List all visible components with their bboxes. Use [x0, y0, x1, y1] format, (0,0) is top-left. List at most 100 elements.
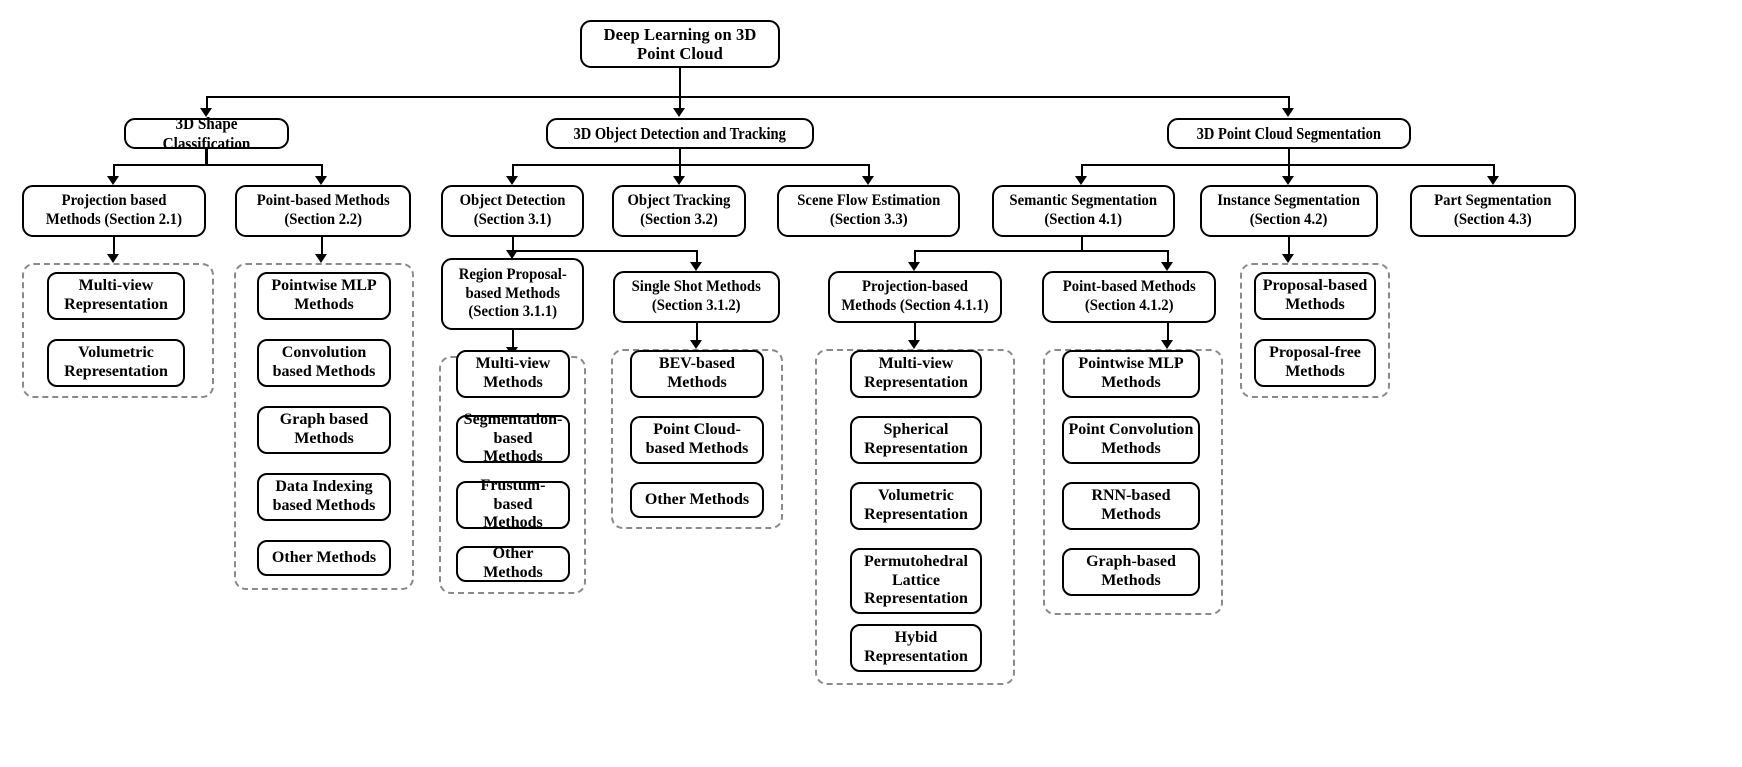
arrow-projection-411-to-group — [908, 340, 920, 349]
leaf-hybid-representation-411: Hybid Representation — [850, 624, 982, 672]
leaf-label: Other Methods — [271, 548, 377, 566]
leaf-spherical-representation-411: Spherical Representation — [850, 416, 982, 464]
root-node-label: Deep Learning on 3D Point Cloud — [603, 24, 757, 63]
connector-to-semantic-segmentation-41 — [1081, 164, 1084, 178]
level3-label-object-detection-31: Object Detection (Section 3.1) — [459, 192, 566, 228]
connector-to-instance-segmentation-42 — [1288, 164, 1291, 178]
level3-node-object-detection-31: Object Detection (Section 3.1) — [441, 185, 584, 237]
level4-node-point-based-methods-412: Point-based Methods (Section 4.1.2) — [1042, 271, 1216, 323]
connector-to-single-shot-312 — [696, 250, 699, 264]
arrow-to-point-cloud-segmentation — [1282, 108, 1294, 117]
leaf-label: Frustum-based Methods — [480, 477, 546, 532]
connector-semantic-41-stem — [1081, 237, 1084, 252]
level3-node-object-tracking-32: Object Tracking (Section 3.2) — [612, 185, 746, 237]
leaf-label: Point Cloud- based Methods — [645, 421, 749, 457]
level4-node-projection-based-methods-411: Projection-based Methods (Section 4.1.1) — [828, 271, 1002, 323]
arrow-to-shape-classification — [200, 108, 212, 117]
group-instance-segmentation-42 — [1240, 263, 1390, 398]
arrow-to-point-based-22 — [315, 176, 327, 185]
level2-node-3d-shape-classification: 3D Shape Classification — [124, 114, 289, 153]
connector-to-object-detection-31 — [512, 164, 515, 178]
leaf-label: Point Convolution Methods — [1068, 421, 1194, 457]
leaf-label: RNN-based Methods — [1091, 487, 1171, 523]
leaf-pointwise-mlp-methods-22: Pointwise MLP Methods — [257, 272, 391, 320]
level3-label-scene-flow-estimation-33: Scene Flow Estimation (Section 3.3) — [796, 192, 941, 228]
arrow-to-projection-based-21 — [107, 176, 119, 185]
arrow-to-object-detection-tracking — [673, 108, 685, 117]
connector-to-point-based-22 — [321, 164, 324, 178]
connector-to-object-tracking-32 — [678, 164, 682, 178]
leaf-label: Graph-based Methods — [1086, 553, 1176, 589]
connector-to-shape-classification — [206, 96, 209, 110]
arrow-single-shot-312-to-group — [690, 340, 702, 349]
leaf-pointwise-mlp-methods-412: Pointwise MLP Methods — [1062, 350, 1200, 398]
connector-instance-42-to-group — [1288, 237, 1291, 257]
connector-to-point-cloud-segmentation — [1288, 96, 1291, 110]
leaf-label: Data Indexing based Methods — [272, 478, 376, 514]
leaf-label: Segmentation- based Methods — [463, 411, 563, 466]
level2-label-3d-shape-classification: 3D Shape Classification — [162, 114, 251, 153]
level3-label-semantic-segmentation-41: Semantic Segmentation (Section 4.1) — [1009, 192, 1158, 228]
level3-node-semantic-segmentation-41: Semantic Segmentation (Section 4.1) — [992, 185, 1175, 237]
level3-node-scene-flow-estimation-33: Scene Flow Estimation (Section 3.3) — [777, 185, 960, 237]
leaf-proposal-based-methods-42: Proposal-based Methods — [1254, 272, 1376, 320]
leaf-label: Pointwise MLP Methods — [1078, 355, 1184, 391]
level2-label-3d-object-detection-and-tracking: 3D Object Detection and Tracking — [573, 123, 787, 143]
level2-label-3d-point-cloud-segmentation: 3D Point Cloud Segmentation — [1196, 123, 1382, 143]
leaf-label: Spherical Representation — [864, 421, 968, 457]
connector-semantic-41-bus — [915, 250, 1168, 253]
connector-to-object-detection-tracking — [678, 96, 682, 110]
connector-to-scene-flow-estimation-33 — [868, 164, 871, 178]
leaf-multi-view-representation-21: Multi-view Representation — [47, 272, 185, 320]
leaf-other-methods-311: Other Methods — [456, 545, 570, 582]
connector-level2-bus — [207, 96, 1289, 99]
connector-point-based-22-to-group — [321, 237, 324, 257]
level2-node-3d-point-cloud-segmentation: 3D Point Cloud Segmentation — [1167, 118, 1411, 149]
level3-label-projection-based-methods-21: Projection based Methods (Section 2.1) — [45, 192, 183, 228]
group-point-based-22 — [234, 263, 414, 590]
leaf-label: Other Methods — [483, 545, 543, 581]
leaf-label: Convolution based Methods — [272, 344, 376, 380]
arrow-to-object-tracking-32 — [673, 176, 685, 185]
arrow-projection-21-to-group — [107, 254, 119, 263]
arrow-to-scene-flow-estimation-33 — [862, 176, 874, 185]
leaf-rnn-based-methods-412: RNN-based Methods — [1062, 482, 1200, 530]
level3-node-point-based-methods-22: Point-based Methods (Section 2.2) — [235, 185, 411, 237]
leaf-graph-based-methods-22: Graph based Methods — [257, 406, 391, 454]
arrow-instance-42-to-group — [1282, 254, 1294, 263]
leaf-label: Multi-view Representation — [864, 355, 968, 391]
leaf-label: Other Methods — [644, 490, 750, 508]
level3-node-projection-based-methods-21: Projection based Methods (Section 2.1) — [22, 185, 206, 237]
connector-root-stem — [678, 68, 682, 98]
arrow-point-based-412-to-group — [1161, 340, 1173, 349]
connector-projection-21-to-group — [113, 237, 116, 257]
connector-to-point-based-412 — [1167, 250, 1170, 264]
connector-shape-classification-bus — [114, 164, 323, 167]
leaf-volumetric-representation-411: Volumetric Representation — [850, 482, 982, 530]
leaf-label: Graph based Methods — [279, 411, 369, 447]
leaf-point-cloud-based-methods-312: Point Cloud- based Methods — [630, 416, 764, 464]
connector-single-shot-312-to-group — [696, 323, 699, 343]
level4-node-single-shot-methods-312: Single Shot Methods (Section 3.1.2) — [613, 271, 780, 323]
connector-projection-411-to-group — [914, 323, 917, 343]
leaf-other-methods-22: Other Methods — [257, 540, 391, 576]
leaf-label: BEV-based Methods — [658, 355, 736, 391]
connector-point-based-412-to-group — [1167, 323, 1170, 343]
leaf-label: Hybid Representation — [864, 629, 968, 665]
level3-node-instance-segmentation-42: Instance Segmentation (Section 4.2) — [1200, 185, 1378, 237]
connector-to-projection-based-21 — [113, 164, 116, 178]
level4-label-projection-based-methods-411: Projection-based Methods (Section 4.1.1) — [841, 278, 989, 314]
connector-object-detection-tracking-bus — [513, 164, 870, 167]
level3-label-object-tracking-32: Object Tracking (Section 3.2) — [627, 192, 731, 228]
leaf-label: Proposal-free Methods — [1269, 344, 1361, 380]
level4-label-region-proposal-based-methods-311: Region Proposal- based Methods (Section … — [458, 266, 567, 321]
connector-object-detection-31-stem — [511, 237, 514, 252]
leaf-point-convolution-methods-412: Point Convolution Methods — [1062, 416, 1200, 464]
leaf-label: Multi-view Representation — [64, 277, 168, 313]
arrow-to-projection-based-411 — [908, 262, 920, 271]
leaf-label: Volumetric Representation — [864, 487, 968, 523]
leaf-bev-based-methods-312: BEV-based Methods — [630, 350, 764, 398]
arrow-to-point-based-412 — [1161, 262, 1173, 271]
connector-point-cloud-segmentation-stem — [1288, 149, 1291, 166]
